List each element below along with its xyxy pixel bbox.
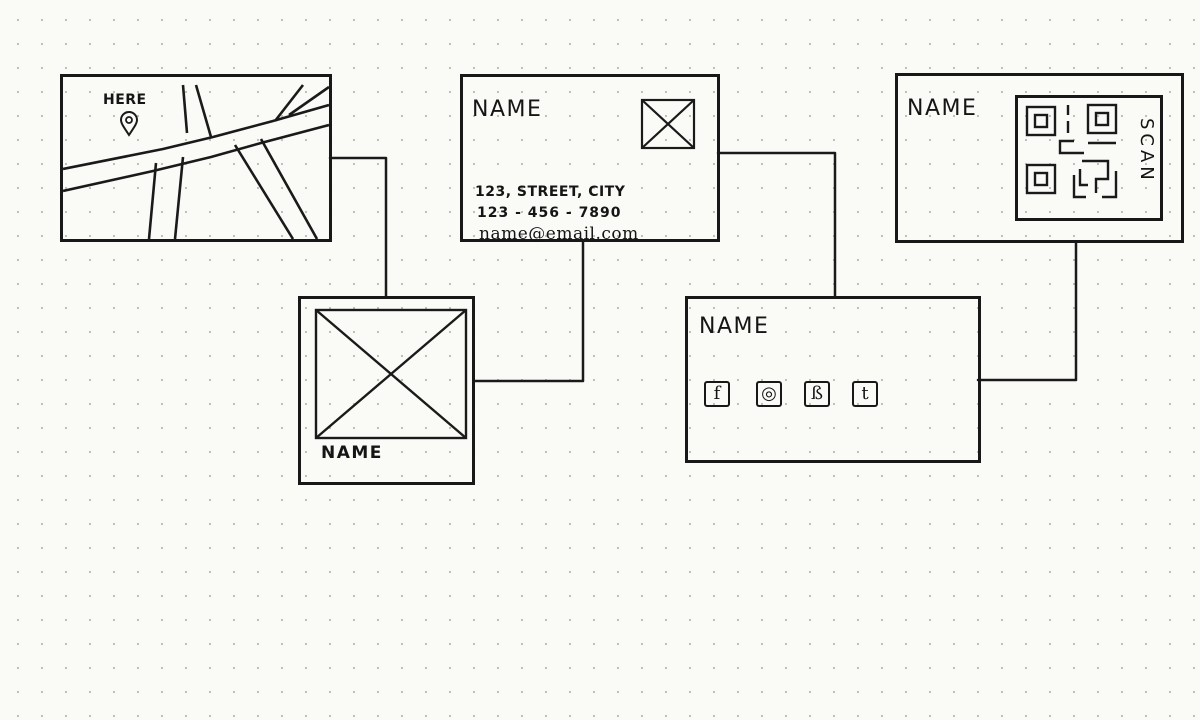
connector-qr-to-social [976,241,1078,382]
connector-business-to-photo [473,240,585,383]
photo-name-label: NAME [321,443,383,463]
facebook-icon[interactable]: f [704,381,730,407]
qr-name-label: NAME [907,96,978,121]
connector-map-to-photo [328,156,388,298]
social-card: NAME f ◎ ß t [685,296,981,463]
map-here-label: HERE [103,92,147,108]
business-email: name@email.com [479,224,639,244]
business-phone: 123 - 456 - 7890 [477,205,622,221]
qr-card: NAME SCAN [895,73,1184,243]
business-name-label: NAME [472,97,543,122]
qr-scan-label: SCAN [1136,118,1157,184]
snapchat-icon[interactable]: ß [804,381,830,407]
business-address: 123, STREET, CITY [475,184,626,200]
image-placeholder-icon [314,308,468,440]
location-pin-icon [119,111,139,137]
map-roads [63,84,329,239]
qr-code-box: SCAN [1015,95,1163,221]
photo-card: NAME [298,296,475,485]
image-placeholder-icon [640,98,696,150]
qr-code-icon [1025,103,1118,199]
map-card: HERE [60,74,332,242]
social-name-label: NAME [699,314,770,339]
business-card: NAME 123, STREET, CITY 123 - 456 - 7890 … [460,74,720,244]
connector-business-to-social [716,151,837,298]
instagram-icon[interactable]: ◎ [756,381,782,407]
tumblr-icon[interactable]: t [852,381,878,407]
